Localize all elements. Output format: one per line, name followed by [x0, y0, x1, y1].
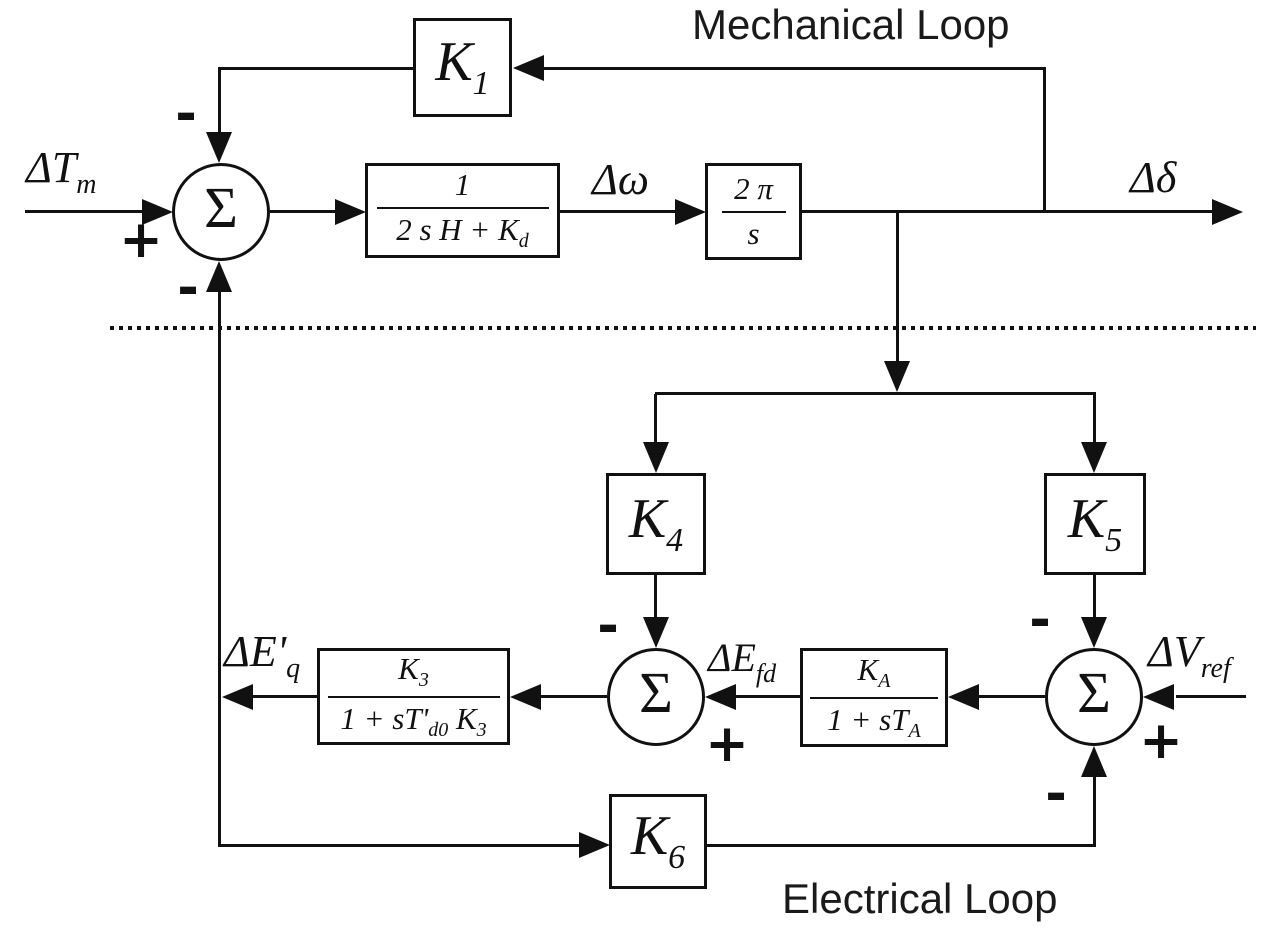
line-k6-up: [1093, 777, 1096, 845]
line-efd: [736, 695, 800, 698]
arrow-eq-into-spine: [222, 684, 253, 710]
field-numerator: K3: [398, 650, 429, 691]
label-delta-delta: Δδ: [1130, 153, 1177, 202]
sign-minus-k1-feedback: -: [175, 84, 197, 144]
line-feedback-top: [543, 67, 1045, 70]
k4-label: K4: [628, 487, 684, 559]
sign-minus-k6: -: [1045, 764, 1067, 824]
line-k5-down: [1093, 575, 1096, 619]
line-distribution: [655, 392, 1096, 395]
line-delta-output: [802, 210, 1212, 213]
sigma-symbol: Σ: [639, 660, 673, 725]
block-k1: K1: [413, 18, 512, 117]
exciter-fraction-bar: [810, 696, 938, 699]
line-swing-to-integrator: [560, 210, 677, 213]
sign-plus-exciter: +: [705, 714, 749, 774]
mechanical-loop-title: Mechanical Loop: [692, 1, 1010, 48]
label-delta-efd: ΔEfd: [708, 635, 777, 688]
block-exciter: KA 1 + sTA: [800, 648, 948, 747]
line-drop-k4: [654, 394, 657, 444]
arrow-tm-into-sum: [142, 199, 173, 225]
summing-junction-avr: Σ: [1045, 648, 1143, 746]
integrator-fraction-bar: [721, 210, 786, 213]
arrow-into-k3: [510, 684, 541, 710]
line-sum-to-swing: [270, 210, 337, 213]
line-spine-to-k6: [218, 844, 579, 847]
arrow-delta-output: [1212, 199, 1243, 225]
line-delta-branch-down: [896, 213, 899, 363]
arrow-into-k6: [579, 832, 610, 858]
arrow-eq-into-sum: [206, 261, 232, 292]
arrow-k4-into-sum: [643, 617, 669, 648]
k1-label: K1: [435, 31, 490, 102]
line-avrsum-to-exciter: [979, 695, 1045, 698]
sigma-symbol: Σ: [1077, 660, 1111, 725]
arrow-k6-into-sum: [1081, 746, 1107, 777]
swing-denominator: 2 s H + Kd: [396, 211, 529, 252]
sign-minus-k4: -: [597, 596, 619, 656]
arrow-k1-into-sum: [206, 132, 232, 163]
line-feedback-up: [1043, 67, 1046, 213]
line-k1-out-left: [218, 67, 413, 70]
line-k1-down: [218, 67, 221, 134]
sign-minus-k5: -: [1029, 590, 1051, 650]
arrow-delta-into-distribution: [884, 361, 910, 392]
block-integrator: 2 π s: [705, 163, 802, 260]
k6-label: K6: [630, 805, 686, 876]
mechanical-electrical-divider: [110, 326, 1256, 330]
line-eq-feedback-spine: [218, 292, 221, 845]
exciter-numerator: KA: [857, 651, 891, 692]
integrator-numerator: 2 π: [734, 170, 773, 206]
field-denominator: 1 + sT'd0 K3: [340, 700, 487, 741]
line-fieldsum-to-k3: [541, 695, 607, 698]
block-swing-dynamics: 1 2 s H + Kd: [365, 163, 560, 258]
block-k6: K6: [609, 794, 707, 889]
label-delta-tm: ΔTm: [26, 143, 97, 200]
arrow-into-swing: [335, 199, 366, 225]
swing-fraction-bar: [376, 206, 549, 209]
arrow-into-k1: [513, 55, 544, 81]
sign-plus-vref: +: [1139, 711, 1183, 771]
arrow-efd-into-sum: [705, 684, 736, 710]
arrow-into-integrator: [675, 199, 706, 225]
line-tm-input: [25, 210, 143, 213]
arrow-k5-into-sum: [1081, 617, 1107, 648]
k5-label: K5: [1067, 487, 1123, 559]
sign-plus-tm: +: [119, 210, 163, 270]
integrator-denominator: s: [747, 215, 760, 251]
exciter-denominator: 1 + sTA: [827, 701, 921, 742]
arrow-into-k4: [643, 442, 669, 473]
label-delta-eq: ΔE'q: [224, 627, 301, 684]
arrow-vref-into-sum: [1143, 684, 1174, 710]
line-vref-input: [1176, 695, 1246, 698]
field-fraction-bar: [327, 695, 500, 698]
electrical-loop-title: Electrical Loop: [782, 875, 1058, 922]
sign-minus-eq-feedback: -: [177, 258, 199, 318]
sigma-symbol: Σ: [204, 175, 238, 240]
line-k4-down: [654, 575, 657, 619]
line-k6-out: [707, 844, 1096, 847]
summing-junction-mech: Σ: [172, 163, 270, 261]
arrow-into-exciter: [948, 684, 979, 710]
summing-junction-field: Σ: [607, 648, 705, 746]
swing-numerator: 1: [454, 167, 471, 203]
block-field-k3: K3 1 + sT'd0 K3: [317, 648, 510, 745]
block-k4: K4: [606, 473, 706, 575]
line-drop-k5: [1093, 394, 1096, 444]
line-eq-out: [252, 695, 317, 698]
label-delta-vref: ΔVref: [1148, 627, 1231, 684]
label-delta-omega: Δω: [592, 155, 649, 204]
arrow-into-k5: [1081, 442, 1107, 473]
block-k5: K5: [1044, 473, 1146, 575]
